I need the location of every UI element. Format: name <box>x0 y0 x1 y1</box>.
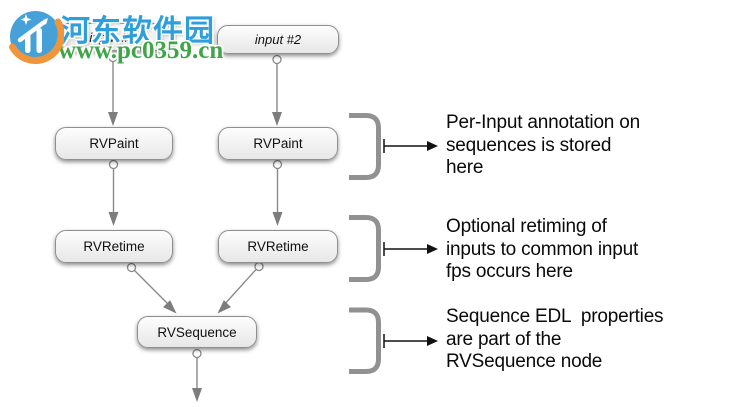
arrowhead-icon <box>272 112 282 126</box>
arrowhead-icon <box>108 212 119 226</box>
arrowhead-icon <box>192 388 202 402</box>
output-port-circle <box>108 159 119 170</box>
edge-paint2-retime2 <box>272 159 283 226</box>
node-rvretime-2: RVRetime <box>218 230 338 263</box>
annotation-line: Sequence EDL properties <box>446 306 664 327</box>
node-label: RVSequence <box>157 324 237 340</box>
annotation-paint: Per-Input annotation on sequences is sto… <box>446 112 726 180</box>
watermark-site-name: 河东软件园 <box>60 15 215 48</box>
node-rvpaint-2: RVPaint <box>218 127 338 160</box>
node-rvretime-1: RVRetime <box>55 230 173 263</box>
edge-retime2-sequence <box>217 261 264 314</box>
arrowhead-icon <box>163 300 177 314</box>
watermark-logo-icon <box>9 11 64 64</box>
watermark-site-url: www.pc0359.cn <box>58 37 224 64</box>
bracket-paint-row <box>349 113 381 180</box>
annotation-line: Per-Input annotation on <box>446 112 640 133</box>
annotation-line: fps occurs here <box>446 261 573 282</box>
arrowhead-icon <box>272 212 283 226</box>
annotation-line: RVSequence node <box>446 351 603 372</box>
arrowhead-icon <box>427 336 438 346</box>
edge-retime1-sequence <box>126 262 177 314</box>
output-port-circle <box>126 262 137 273</box>
bracket-sequence-row <box>349 307 381 374</box>
arrowhead-icon <box>427 141 438 151</box>
node-input-2: input #2 <box>217 25 339 54</box>
node-label: RVPaint <box>89 136 139 151</box>
annotation-sequence: Sequence EDL properties are part of the … <box>446 306 726 374</box>
node-label: RVRetime <box>247 239 309 254</box>
annotation-line: Optional retiming of <box>446 216 607 237</box>
annotation-arrow-3 <box>383 334 438 348</box>
output-port-circle <box>192 348 202 359</box>
annotation-line: are part of the <box>446 328 562 350</box>
annotation-line: here <box>446 157 484 178</box>
output-port-circle <box>272 159 283 170</box>
node-label: input #1 <box>89 29 136 45</box>
arrowhead-icon <box>217 300 231 314</box>
annotation-line: sequences is stored <box>446 134 612 156</box>
edge-sequence-output <box>192 348 202 402</box>
node-rvsequence: RVSequence <box>137 316 257 348</box>
edge-input1-paint1 <box>108 52 118 126</box>
edge-input2-paint2 <box>272 54 282 126</box>
arrowhead-icon <box>427 244 438 254</box>
annotation-line: inputs to common input <box>446 238 639 260</box>
bracket-retime-row <box>349 215 381 282</box>
annotation-retime: Optional retiming of inputs to common in… <box>446 216 726 284</box>
node-rvpaint-1: RVPaint <box>55 127 173 160</box>
node-label: RVPaint <box>253 136 303 151</box>
annotation-arrow-2 <box>383 242 438 256</box>
annotation-arrow-1 <box>383 139 438 153</box>
output-port-circle <box>272 54 282 65</box>
edge-paint1-retime1 <box>108 159 119 226</box>
arrowhead-icon <box>108 112 118 126</box>
node-label: input #2 <box>254 32 302 47</box>
node-label: RVRetime <box>83 239 145 254</box>
